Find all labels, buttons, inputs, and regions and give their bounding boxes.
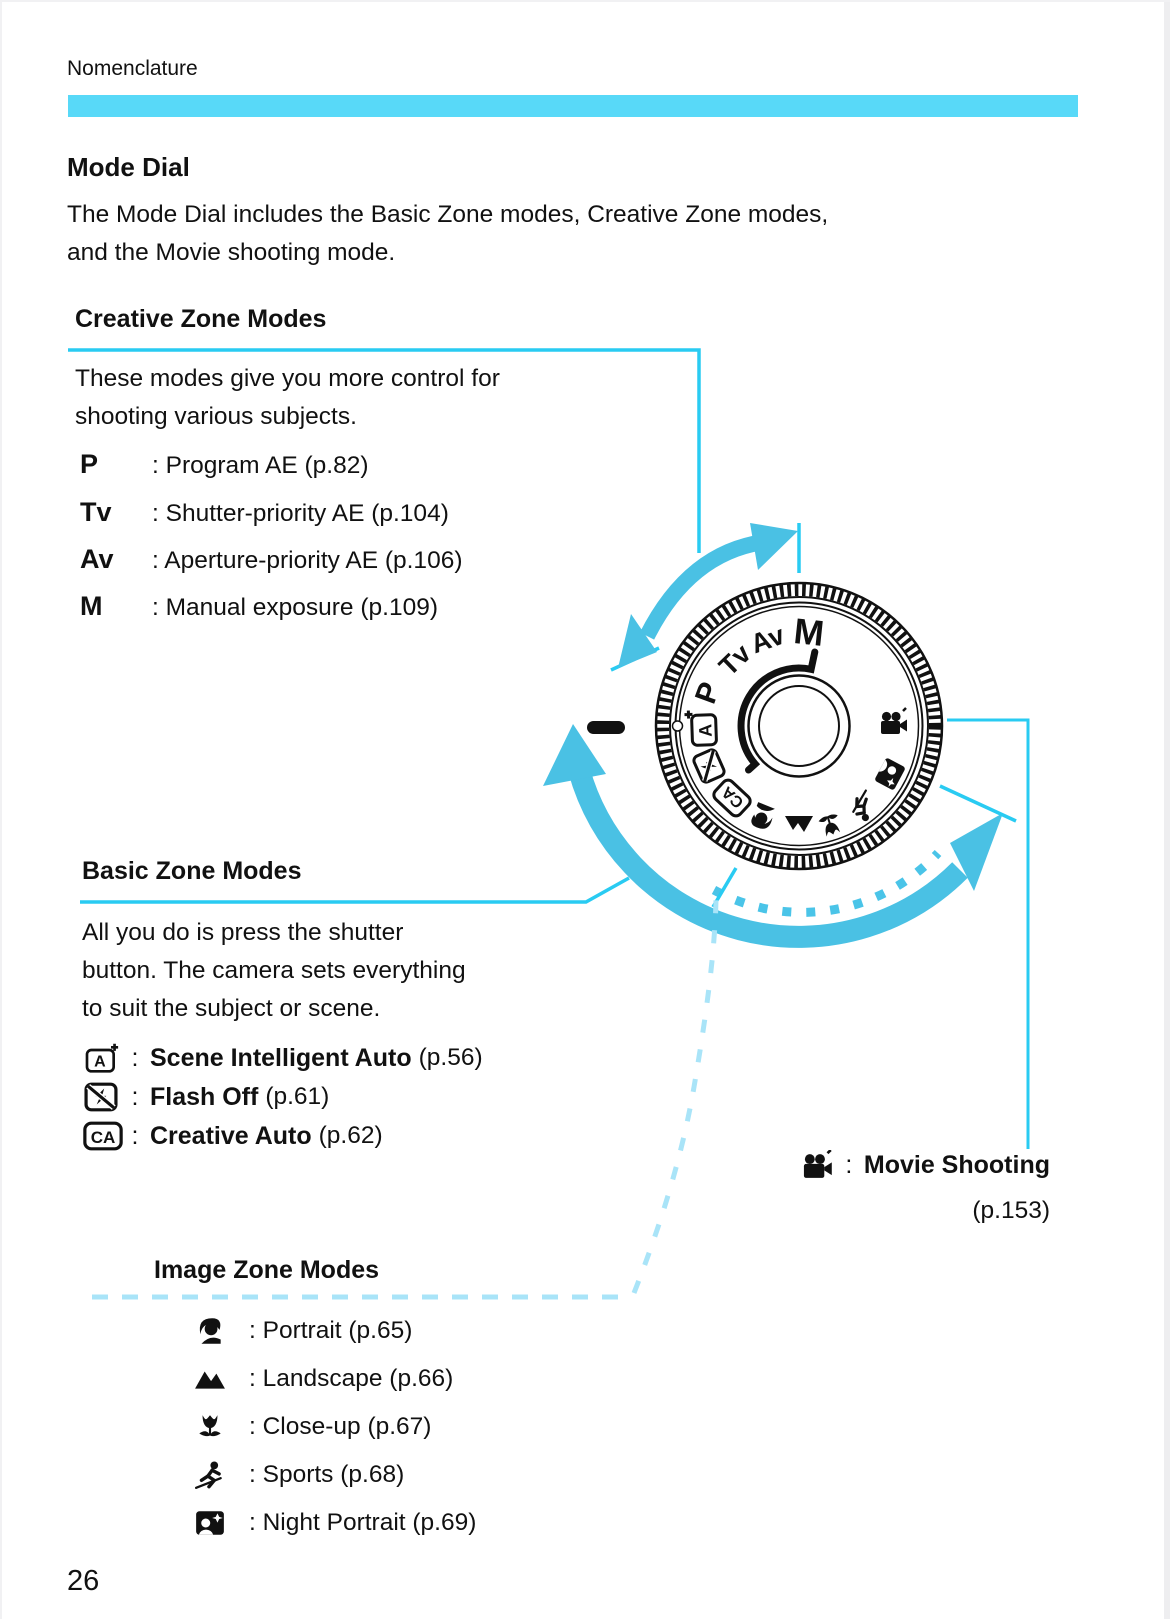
- basic-mode-row: : Flash Off (p.61): [82, 1081, 329, 1113]
- movie-shooting-row: : Movie Shooting: [702, 1150, 1050, 1180]
- dial-sports-icon: [846, 788, 883, 826]
- dial-sweep-arrow-head-right: [950, 813, 1003, 891]
- basic-zone-desc-1: All you do is press the shutter: [82, 919, 404, 946]
- dial-scene-intelligent-auto-icon: [682, 708, 719, 748]
- movie-shooting-ref: (p.153): [972, 1197, 1050, 1224]
- creative-zone-title: Creative Zone Modes: [75, 305, 327, 333]
- image-zone-title: Image Zone Modes: [154, 1256, 380, 1284]
- mode-desc: : Shutter-priority AE (p.104): [152, 500, 449, 527]
- creative-auto-icon: [83, 1121, 123, 1151]
- creative-mode-row: M : Manual exposure (p.109): [80, 591, 438, 622]
- creative-zone-desc-2: shooting various subjects.: [75, 403, 357, 430]
- dial-label-tv: Tv: [713, 638, 757, 681]
- mode-symbol: P: [80, 449, 99, 479]
- scene-intelligent-auto-icon: [85, 1042, 120, 1073]
- movie-shooting-name: Movie Shooting: [863, 1150, 1050, 1179]
- mode-symbol: Av: [80, 544, 114, 574]
- separator: :: [845, 1150, 853, 1179]
- image-mode-desc: : Portrait (p.65): [249, 1317, 413, 1344]
- rotate-arrow-curve: [639, 533, 775, 640]
- dial-knurled-ring: [657, 584, 941, 868]
- basic-mode-name: Creative Auto: [150, 1121, 312, 1150]
- dial-sweep-arrow-head-left: [543, 724, 606, 786]
- image-mode-row: : Sports (p.68): [194, 1459, 404, 1491]
- page-header: Nomenclature: [67, 57, 198, 80]
- separator: :: [131, 1043, 139, 1072]
- intro-line-2: and the Movie shooting mode.: [67, 239, 396, 266]
- basic-zone-desc-3: to suit the subject or scene.: [82, 995, 381, 1022]
- basic-mode-name: Scene Intelligent Auto: [150, 1043, 412, 1072]
- basic-mode-ref: (p.56): [418, 1044, 483, 1071]
- basic-mode-ref: (p.61): [265, 1083, 330, 1110]
- creative-mode-row: P : Program AE (p.82): [80, 449, 369, 480]
- portrait-icon: [199, 1318, 221, 1344]
- dial-center-cap: [747, 674, 851, 778]
- close-up-icon: [199, 1415, 221, 1437]
- sports-icon: [194, 1459, 223, 1490]
- separator: :: [131, 1082, 139, 1111]
- mode-desc: : Program AE (p.82): [152, 452, 369, 479]
- flash-off-icon: [82, 1081, 120, 1113]
- dial-label-av: Av: [747, 620, 789, 660]
- image-mode-row: : Landscape (p.66): [194, 1363, 453, 1395]
- mode-symbol: M: [80, 591, 103, 621]
- section-title-mode-dial: Mode Dial: [67, 152, 190, 182]
- rotate-arrow-head-left: [618, 614, 657, 668]
- basic-zone-title: Basic Zone Modes: [82, 857, 302, 885]
- image-mode-desc: : Landscape (p.66): [249, 1365, 454, 1392]
- image-mode-desc: : Sports (p.68): [249, 1461, 405, 1488]
- creative-mode-row: Tv : Shutter-priority AE (p.104): [80, 497, 449, 528]
- movie-boundary-tick: [939, 784, 1017, 823]
- landscape-icon: [195, 1371, 225, 1389]
- dashed-sweep-arc: [711, 849, 942, 917]
- dial-landscape-icon: [785, 816, 813, 832]
- page-edge: [1164, 2, 1170, 1619]
- dial-flash-off-icon: [692, 748, 725, 783]
- creative-zone-desc-1: These modes give you more control for: [75, 365, 500, 392]
- basic-zone-desc-2: button. The camera sets everything: [82, 957, 466, 984]
- mode-desc: : Manual exposure (p.109): [152, 594, 438, 621]
- mode-symbol: Tv: [80, 497, 112, 527]
- dial-notch: [671, 720, 684, 732]
- basic-mode-name: Flash Off: [150, 1082, 259, 1111]
- creative-mode-row: Av : Aperture-priority AE (p.106): [80, 544, 462, 575]
- dial-creative-auto-icon: [709, 776, 755, 820]
- image-mode-row: : Night Portrait (p.69): [194, 1507, 476, 1539]
- rotate-arrow-head-right: [750, 523, 798, 570]
- image-mode-desc: : Night Portrait (p.69): [249, 1509, 477, 1536]
- image-mode-row: : Portrait (p.65): [194, 1315, 412, 1347]
- image-zone-boundary-tick: [711, 867, 738, 908]
- dial-label-p: P: [689, 678, 727, 708]
- dial-close-up-icon: [817, 812, 843, 838]
- dial-index-mark: [587, 721, 625, 734]
- dial-movie-icon: [879, 706, 909, 736]
- creative-zone-bracket: [737, 648, 819, 774]
- image-mode-row: : Close-up (p.67): [194, 1411, 431, 1443]
- image-mode-desc: : Close-up (p.67): [249, 1413, 432, 1440]
- night-portrait-icon: [196, 1511, 224, 1535]
- mode-dial: M Av Tv P: [654, 581, 944, 871]
- movie-camera-icon: [802, 1150, 834, 1180]
- dial-label-m: M: [792, 610, 826, 654]
- basic-mode-row: : Scene Intelligent Auto (p.56): [82, 1042, 483, 1074]
- intro-line-1: The Mode Dial includes the Basic Zone mo…: [67, 201, 829, 228]
- creative-boundary-tick-left: [610, 646, 660, 672]
- basic-mode-row: : Creative Auto (p.62): [82, 1120, 383, 1152]
- dial-portrait-icon: [749, 802, 777, 832]
- dial-night-portrait-icon: [874, 757, 906, 791]
- dial-sweep-arrow-curve: [568, 767, 968, 948]
- movie-connector-line: [947, 718, 1030, 1149]
- header-accent-band: [68, 95, 1078, 117]
- basic-mode-ref: (p.62): [318, 1122, 383, 1149]
- image-zone-dashed-curve: [631, 898, 719, 1294]
- page-number: 26: [67, 1565, 100, 1597]
- mode-desc: : Aperture-priority AE (p.106): [152, 547, 463, 574]
- separator: :: [131, 1121, 139, 1150]
